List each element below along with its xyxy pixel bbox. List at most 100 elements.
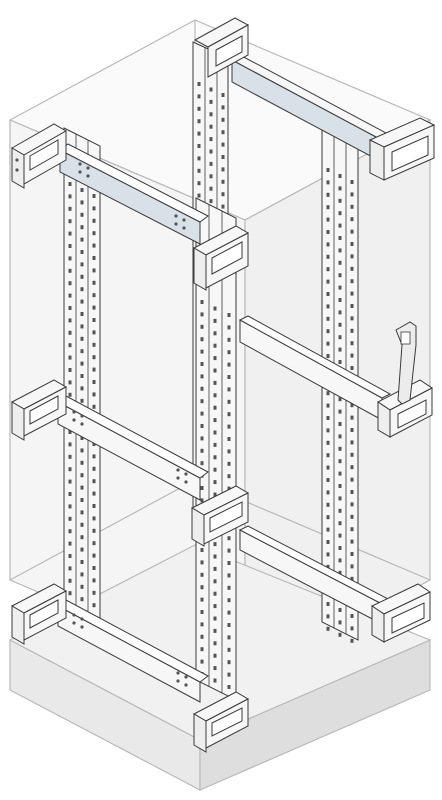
slot-hole (350, 552, 354, 556)
slot-hole (350, 180, 354, 184)
slot-hole (68, 380, 72, 385)
slot-hole (350, 328, 354, 333)
slot-hole (92, 541, 96, 546)
slot-hole (350, 428, 354, 432)
slot-hole (227, 399, 231, 404)
slot-hole (209, 112, 213, 117)
slot-hole (213, 430, 217, 435)
slot-hole (350, 564, 354, 569)
slot-hole (80, 212, 84, 217)
slot-hole (338, 285, 342, 290)
slot-hole (92, 305, 96, 310)
slot-hole (221, 93, 225, 97)
slot-hole (80, 386, 84, 391)
slot-hole (200, 634, 204, 639)
slot-hole (200, 300, 204, 304)
slot-hole (213, 455, 217, 460)
slot-hole (350, 415, 354, 420)
slot-hole (338, 298, 342, 302)
slot-hole (80, 188, 84, 192)
slot-hole (213, 442, 217, 447)
slot-hole (80, 312, 84, 316)
slot-hole (200, 560, 204, 565)
slot-hole (92, 578, 96, 583)
slot-hole (326, 416, 330, 420)
slot-hole (338, 223, 342, 228)
slot-hole (92, 392, 96, 397)
slot-hole (197, 131, 201, 136)
slot-hole (338, 632, 342, 637)
slot-hole (326, 527, 330, 532)
slot-hole (227, 548, 231, 553)
slot-hole (197, 106, 201, 111)
bracket-bottom-front-right (192, 691, 250, 753)
slot-hole (200, 585, 204, 590)
slot-hole (80, 572, 84, 577)
slot-hole (80, 287, 84, 292)
slot-hole (227, 313, 231, 317)
slot-hole (338, 620, 342, 625)
slot-hole (338, 558, 342, 563)
slot-hole (227, 325, 231, 330)
slot-hole (227, 660, 231, 665)
slot-hole (350, 353, 354, 358)
slot-hole (326, 440, 330, 445)
slot-hole (350, 279, 354, 284)
slot-hole (326, 602, 330, 606)
slot-hole (80, 398, 84, 403)
slot-hole (200, 436, 204, 441)
slot-hole (227, 561, 231, 565)
slot-hole (350, 403, 354, 408)
slot-hole (200, 486, 204, 490)
bar-middle-front (57, 395, 209, 501)
slot-hole (227, 598, 231, 603)
slot-hole (338, 484, 342, 488)
slot-hole (80, 374, 84, 378)
slot-hole (92, 218, 96, 223)
slot-hole (227, 647, 231, 652)
slot-hole (227, 685, 231, 689)
slot-hole (221, 155, 225, 159)
slot-hole (68, 343, 72, 348)
slot-hole (326, 403, 330, 408)
slot-hole (68, 430, 72, 434)
slot-hole (213, 653, 217, 658)
slot-hole (92, 504, 96, 508)
slot-hole (92, 566, 96, 570)
slot-hole (213, 467, 217, 472)
slot-hole (92, 603, 96, 608)
slot-hole (92, 330, 96, 335)
slot-hole (326, 205, 330, 210)
slot-hole (80, 485, 84, 490)
slot-hole (200, 362, 204, 366)
slot-hole (80, 200, 84, 205)
slot-hole (326, 254, 330, 259)
slot-hole (200, 324, 204, 329)
slot-hole (221, 204, 225, 209)
bracket-top-front-right (192, 225, 250, 291)
slot-hole (80, 237, 84, 242)
slot-hole (209, 199, 213, 204)
slot-hole (213, 306, 217, 311)
slot-hole (338, 248, 342, 253)
slot-hole (213, 356, 217, 361)
slot-hole (338, 521, 342, 526)
slot-hole (200, 374, 204, 379)
slot-hole (350, 266, 354, 271)
slot-hole (200, 498, 204, 503)
slot-hole (350, 626, 354, 631)
slot-hole (200, 548, 204, 552)
slot-hole (197, 156, 201, 161)
slot-hole (68, 554, 72, 558)
slot-hole (326, 267, 330, 272)
slot-hole (213, 628, 217, 633)
slot-hole (350, 229, 354, 234)
slot-hole (326, 230, 330, 234)
slot-hole (227, 461, 231, 466)
bracket-top-front-left (11, 123, 67, 189)
slot-hole (326, 192, 330, 197)
slot-hole (338, 273, 342, 278)
slot-hole (200, 572, 204, 577)
slot-hole (92, 318, 96, 322)
slot-hole (350, 638, 354, 643)
